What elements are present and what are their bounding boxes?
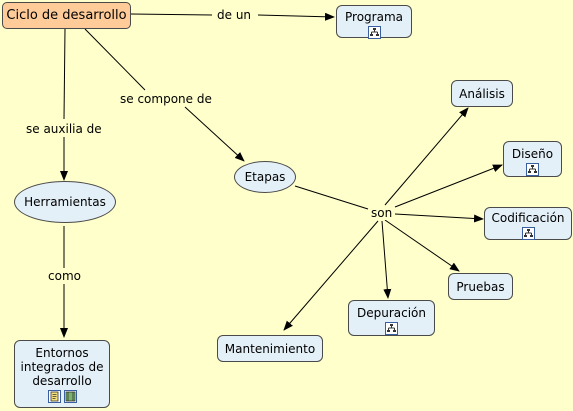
link-label-se-compone-de: se compone de — [118, 92, 214, 106]
concept-analisis[interactable]: Análisis — [451, 80, 513, 107]
concept-label: Pruebas — [456, 279, 505, 294]
link-label-se-auxilia-de: se auxilia de — [24, 122, 104, 136]
concept-label: Mantenimiento — [224, 341, 316, 356]
concept-label: Análisis — [459, 86, 505, 101]
concept-pruebas[interactable]: Pruebas — [448, 273, 513, 300]
concept-entornos[interactable]: Entornos integrados de desarrollo — [14, 340, 110, 408]
media-icon[interactable] — [63, 390, 77, 403]
concept-codificacion[interactable]: Codificación — [484, 207, 572, 240]
concept-label: Codificación — [491, 211, 565, 225]
link-label-son: son — [369, 206, 395, 220]
concept-map-icon[interactable] — [385, 322, 398, 335]
concept-label: Ciclo de desarrollo — [6, 7, 127, 23]
concept-label: Programa — [345, 10, 403, 24]
concept-depuracion[interactable]: Depuración — [348, 300, 435, 336]
concept-herramientas[interactable]: Herramientas — [14, 181, 116, 223]
concept-label: Depuración — [356, 306, 426, 320]
concept-map-icon[interactable] — [521, 227, 535, 240]
concept-programa[interactable]: Programa — [336, 5, 412, 39]
concept-diseno[interactable]: Diseño — [503, 141, 562, 177]
concept-label: Diseño — [511, 147, 554, 161]
link-label-de-un: de un — [215, 8, 254, 22]
concept-label: Etapas — [244, 170, 286, 184]
concept-ciclo-de-desarrollo[interactable]: Ciclo de desarrollo — [2, 2, 131, 29]
concept-mantenimiento[interactable]: Mantenimiento — [217, 335, 323, 362]
concept-map-icon[interactable] — [367, 26, 381, 39]
concept-label: Herramientas — [24, 195, 106, 209]
document-icon[interactable] — [47, 390, 61, 403]
concept-etapas[interactable]: Etapas — [234, 161, 296, 193]
concept-map-icon[interactable] — [526, 163, 539, 176]
link-label-como: como — [46, 269, 83, 283]
concept-label: Entornos integrados de desarrollo — [20, 346, 104, 388]
